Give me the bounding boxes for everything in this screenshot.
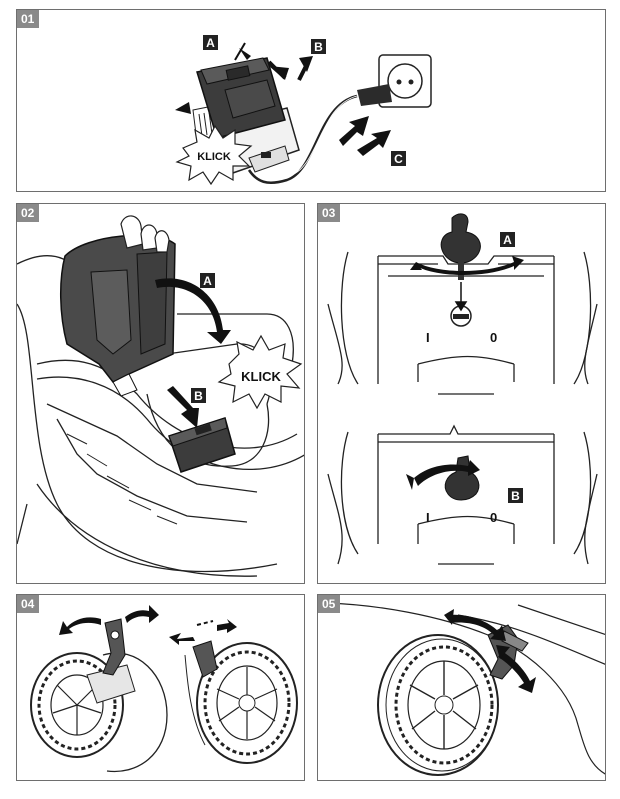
key-removed — [410, 213, 524, 327]
klick-burst: KLICK — [175, 124, 253, 186]
battery-pack — [168, 417, 236, 473]
label-c: C — [394, 152, 403, 166]
switch-housing-top — [327, 251, 598, 395]
step-03-panel: 03 I 0 A — [317, 203, 606, 584]
label-b: B — [194, 389, 203, 403]
klick-text: KLICK — [197, 151, 231, 163]
battery-pack — [196, 57, 286, 139]
step-01-panel: 01 — [16, 9, 606, 192]
left-wheel — [30, 652, 168, 773]
key-inserted — [406, 455, 480, 501]
battery-insert-illustration: KLICK A B — [17, 215, 304, 577]
charging-illustration: KLICK A B C — [175, 35, 432, 186]
switch-off-mark: 0 — [490, 330, 497, 345]
charger-plug — [247, 84, 392, 184]
open-arrow — [155, 278, 231, 344]
switch-on-mark: I — [426, 510, 430, 525]
mower-deck — [327, 602, 605, 775]
switch-housing-bottom — [327, 424, 598, 565]
step-05-panel: 05 — [317, 594, 606, 781]
battery-lid — [60, 234, 176, 397]
hand — [120, 215, 170, 253]
key-switch-illustration: I 0 A I 0 B — [327, 213, 598, 565]
label-a: A — [206, 36, 215, 50]
wall-socket — [378, 54, 432, 108]
step-number: 03 — [318, 204, 341, 222]
wheel-height-illustration — [30, 605, 298, 773]
label-b: B — [511, 489, 520, 503]
rear-wheel — [377, 634, 499, 776]
step-number: 01 — [17, 10, 40, 28]
step-number: 02 — [17, 204, 40, 222]
klick-text: KLICK — [241, 369, 281, 384]
label-a: A — [503, 233, 512, 247]
rear-wheel-illustration — [327, 602, 605, 776]
right-adjust-lever — [169, 619, 237, 645]
right-wheel — [184, 640, 298, 764]
label-b: B — [314, 40, 323, 54]
switch-on-mark: I — [426, 330, 430, 345]
step-number: 04 — [17, 595, 40, 613]
left-adjust-lever — [59, 605, 159, 676]
label-a: A — [203, 274, 212, 288]
rear-adjust-arrows — [444, 609, 536, 693]
step-04-panel: 04 — [16, 594, 305, 781]
step-02-panel: 02 — [16, 203, 305, 584]
insert-arrows — [175, 42, 391, 156]
step-number: 05 — [318, 595, 341, 613]
switch-off-mark: 0 — [490, 510, 497, 525]
insert-arrow — [167, 386, 199, 428]
klick-burst: KLICK — [217, 334, 303, 410]
